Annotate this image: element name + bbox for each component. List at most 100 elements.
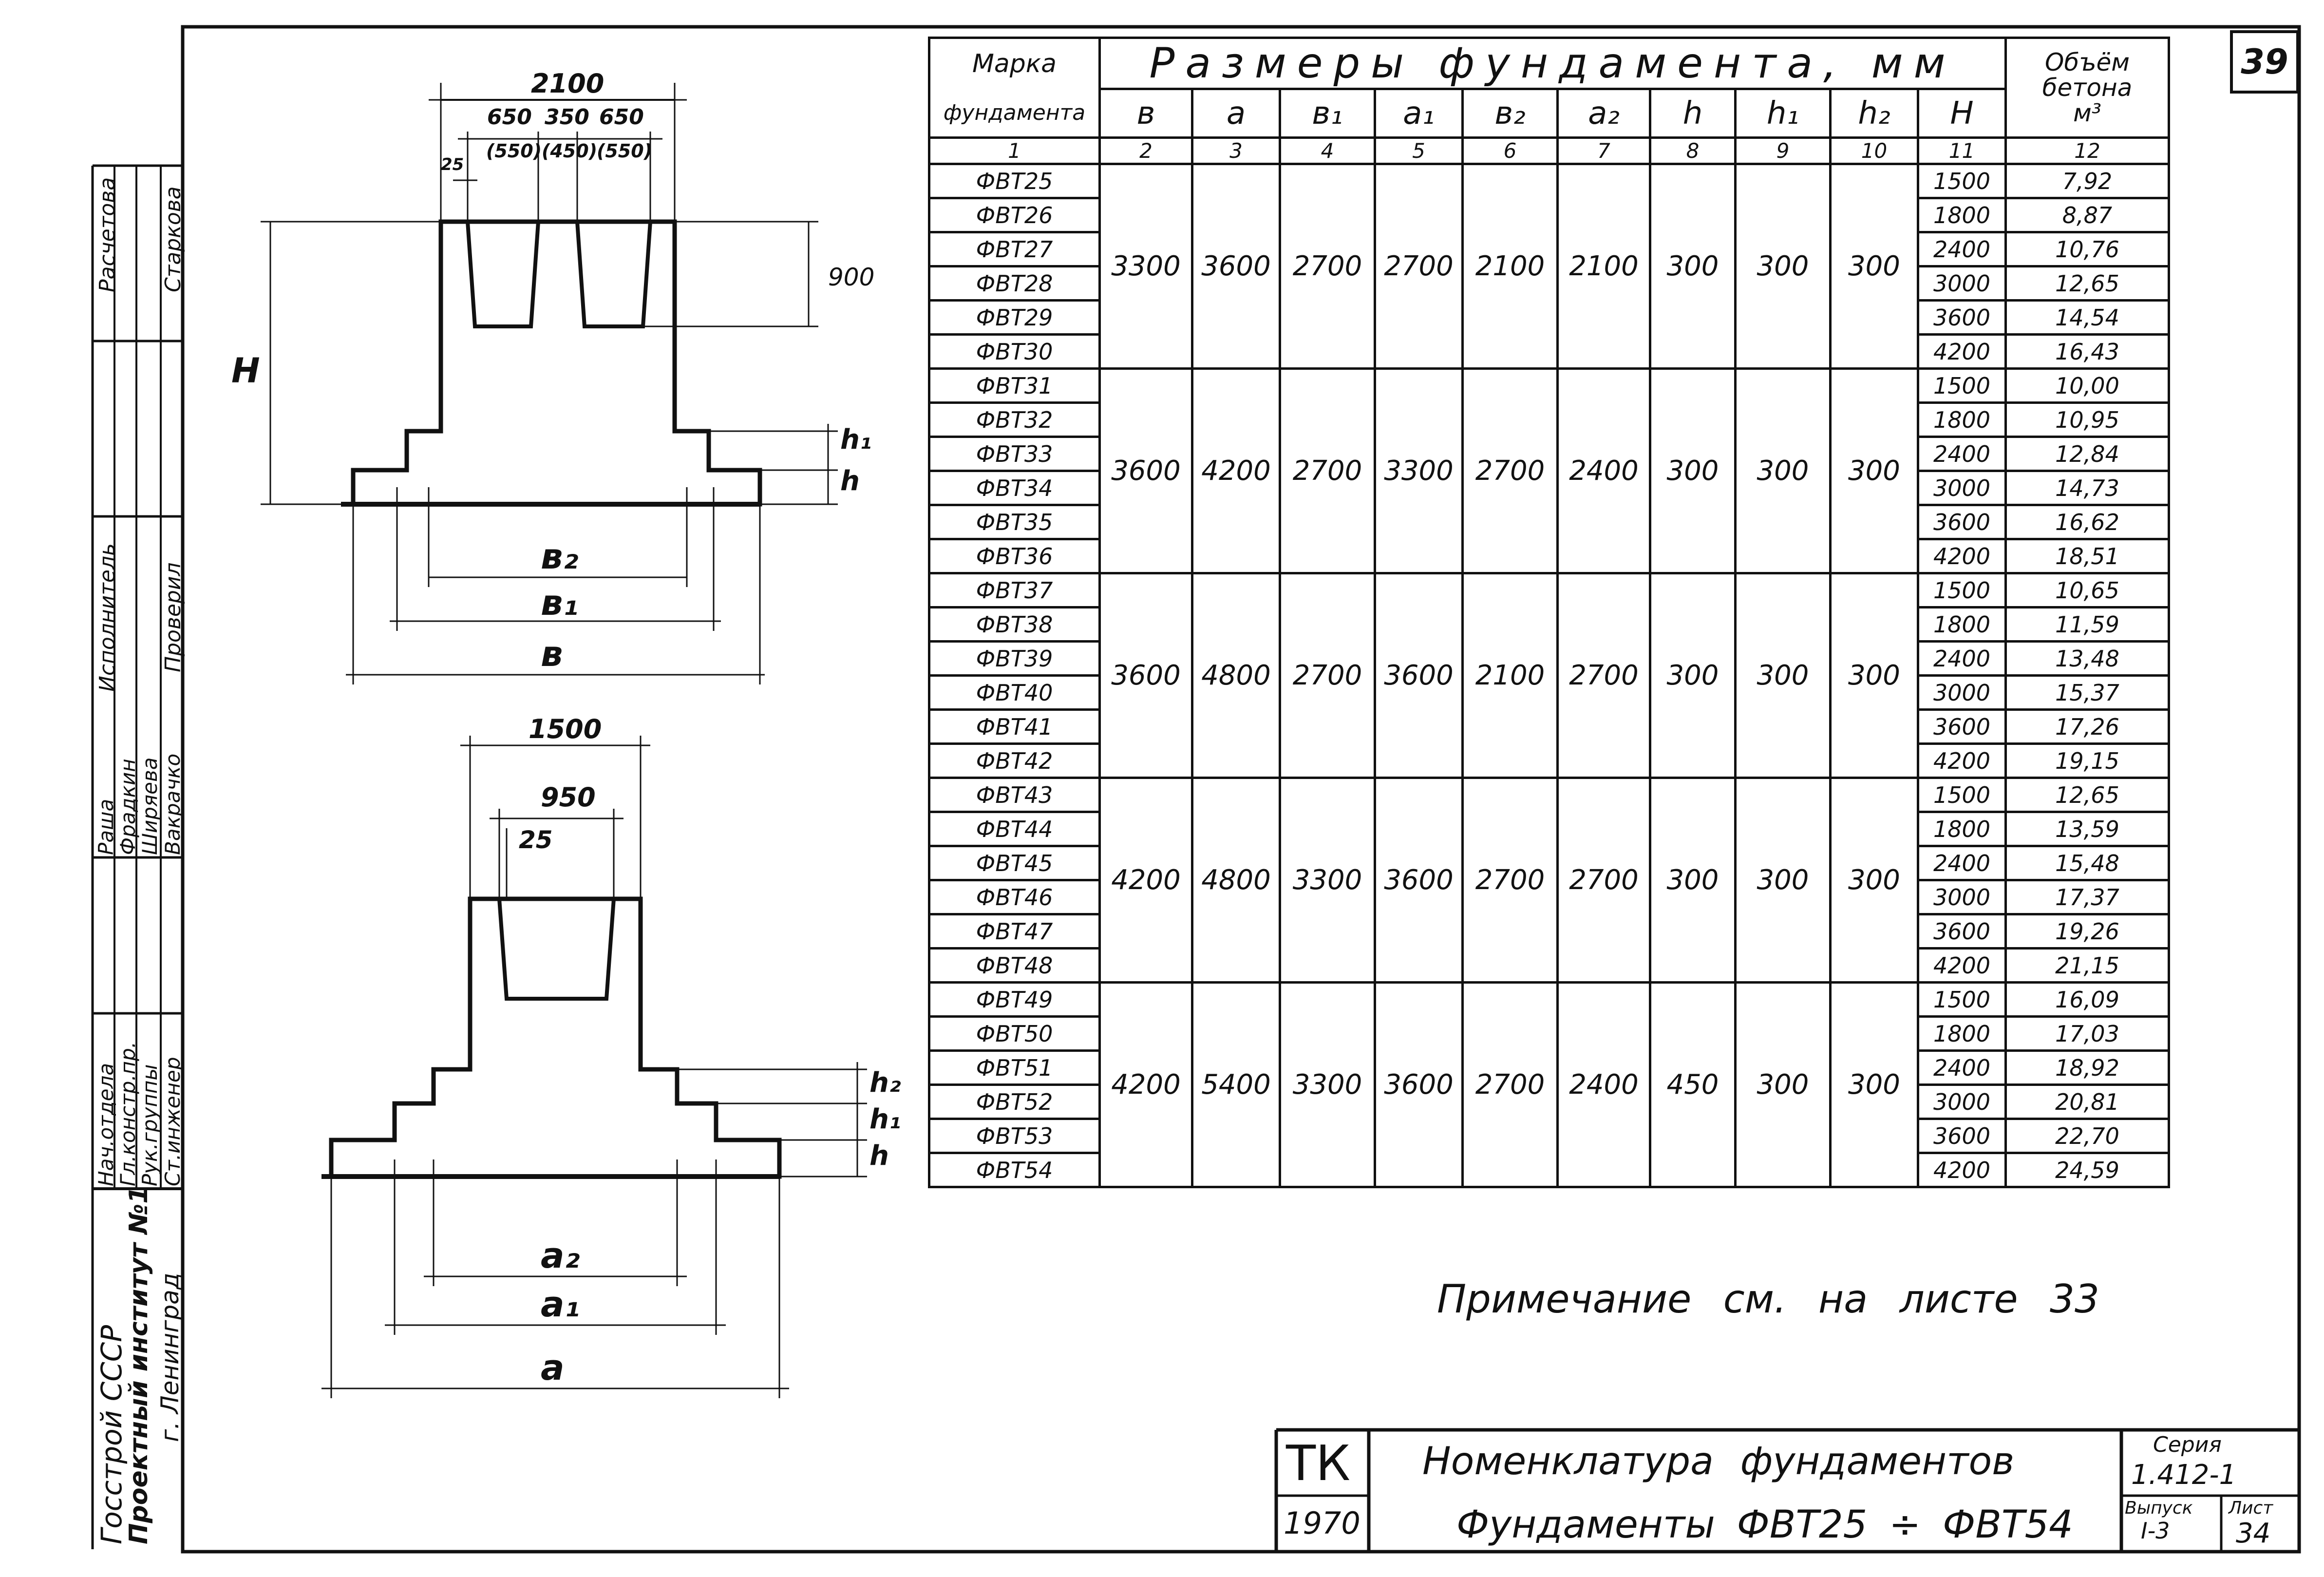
dim-label-h2-bottom: h₂ (869, 1067, 901, 1099)
col-num-1: 1 (928, 136, 1101, 165)
height-cell: 1500 (1917, 981, 2007, 1018)
col-a: а (1191, 88, 1281, 139)
dimension-cell: 300 (1829, 777, 1919, 984)
dim-label-top-part-2: 350 (545, 105, 589, 130)
dimension-cell: 3600 (1374, 981, 1464, 1188)
dim-label-top-alt-2: (450) (542, 140, 598, 162)
dimension-cell: 2700 (1461, 367, 1559, 574)
dim-label-top-alt-1: (550) (486, 140, 542, 162)
dimension-cell: 300 (1734, 572, 1832, 779)
dimension-cell: 2100 (1556, 163, 1651, 370)
height-cell: 4200 (1917, 333, 2007, 370)
dimension-cell: 2400 (1556, 367, 1651, 574)
height-cell: 1500 (1917, 777, 2007, 813)
year: 1970 (1284, 1505, 1360, 1541)
volume-cell: 12,65 (2004, 265, 2170, 302)
volume-cell: 20,81 (2004, 1083, 2170, 1120)
dimension-cell: 2700 (1279, 163, 1376, 370)
dimension-cell: 3600 (1374, 572, 1464, 779)
dimension-cell: 3300 (1279, 777, 1376, 984)
dimension-cell: 3300 (1279, 981, 1376, 1188)
head-volume-line2: бетона (2042, 74, 2133, 102)
head-mark-2: фундамента (928, 89, 1101, 139)
volume-cell: 16,62 (2004, 504, 2170, 540)
sheet-frame (181, 25, 2301, 1554)
dimension-cell: 3600 (1374, 777, 1464, 984)
mark-cell: ФВТ40 (928, 674, 1101, 711)
volume-cell: 8,87 (2004, 197, 2170, 233)
dim-label-a: а (541, 1347, 565, 1388)
volume-cell: 15,48 (2004, 845, 2170, 881)
dimension-cell: 3300 (1098, 163, 1193, 370)
org-line-1: Госстрой СССР (95, 1325, 128, 1544)
head-volume-unit: м³ (2073, 99, 2101, 127)
dimension-cell: 4800 (1191, 777, 1281, 984)
col-num-7: 7 (1556, 136, 1651, 165)
dimension-cell: 300 (1829, 572, 1919, 779)
dimension-cell: 3600 (1098, 367, 1193, 574)
org-line-3: г. Ленинград (156, 1273, 184, 1442)
col-a1: а₁ (1374, 88, 1464, 139)
section-b-drawing (261, 83, 838, 684)
height-cell: 2400 (1917, 845, 2007, 881)
volume-cell: 17,03 (2004, 1015, 2170, 1052)
dim-label-offset-bottom: 25 (519, 826, 553, 854)
height-cell: 1500 (1917, 367, 2007, 404)
dimension-cell: 300 (1829, 367, 1919, 574)
volume-cell: 19,15 (2004, 742, 2170, 779)
title-line-2: Фундаменты ФВТ25 ÷ ФВТ54 (1456, 1503, 2073, 1547)
volume-cell: 10,00 (2004, 367, 2170, 404)
col-num-4: 4 (1279, 136, 1376, 165)
series-label: Серия (2153, 1432, 2222, 1457)
volume-cell: 11,59 (2004, 606, 2170, 643)
height-cell: 3000 (1917, 674, 2007, 711)
volume-cell: 16,09 (2004, 981, 2170, 1018)
height-cell: 4200 (1917, 1152, 2007, 1188)
section-a-drawing (321, 736, 867, 1398)
volume-cell: 14,54 (2004, 299, 2170, 336)
col-h1: h₁ (1734, 88, 1832, 139)
dimension-cell: 2400 (1556, 981, 1651, 1188)
role-1: Нач.отдела (94, 1063, 118, 1186)
volume-cell: 10,95 (2004, 401, 2170, 438)
dimension-cell: 300 (1829, 163, 1919, 370)
head-volume: Объём бетона м³ (2004, 37, 2170, 139)
mark-cell: ФВТ49 (928, 981, 1101, 1018)
height-cell: 4200 (1917, 538, 2007, 574)
dim-label-h1-top: h₁ (840, 424, 872, 456)
col-b1: в₁ (1279, 88, 1376, 139)
sheet-label: Лист (2229, 1498, 2273, 1518)
role-4: Ст.инженер (161, 1057, 185, 1186)
height-cell: 4200 (1917, 947, 2007, 984)
dimension-cell: 2100 (1461, 163, 1559, 370)
dim-label-top-part-1: 650 (487, 105, 532, 130)
dim-label-b2: в₂ (541, 536, 579, 577)
col-num-5: 5 (1374, 136, 1464, 165)
dimension-cell: 2700 (1279, 367, 1376, 574)
dimension-cell: 300 (1734, 981, 1832, 1188)
mark-cell: ФВТ37 (928, 572, 1101, 608)
dimension-cell: 2700 (1556, 572, 1651, 779)
height-cell: 3000 (1917, 879, 2007, 915)
volume-cell: 10,76 (2004, 231, 2170, 267)
dimension-cell: 2700 (1374, 163, 1464, 370)
height-cell: 1800 (1917, 606, 2007, 643)
height-cell: 1800 (1917, 1015, 2007, 1052)
dim-label-b1: в₁ (541, 582, 579, 623)
dim-label-a2: а₂ (541, 1235, 580, 1276)
height-cell: 4200 (1917, 742, 2007, 779)
